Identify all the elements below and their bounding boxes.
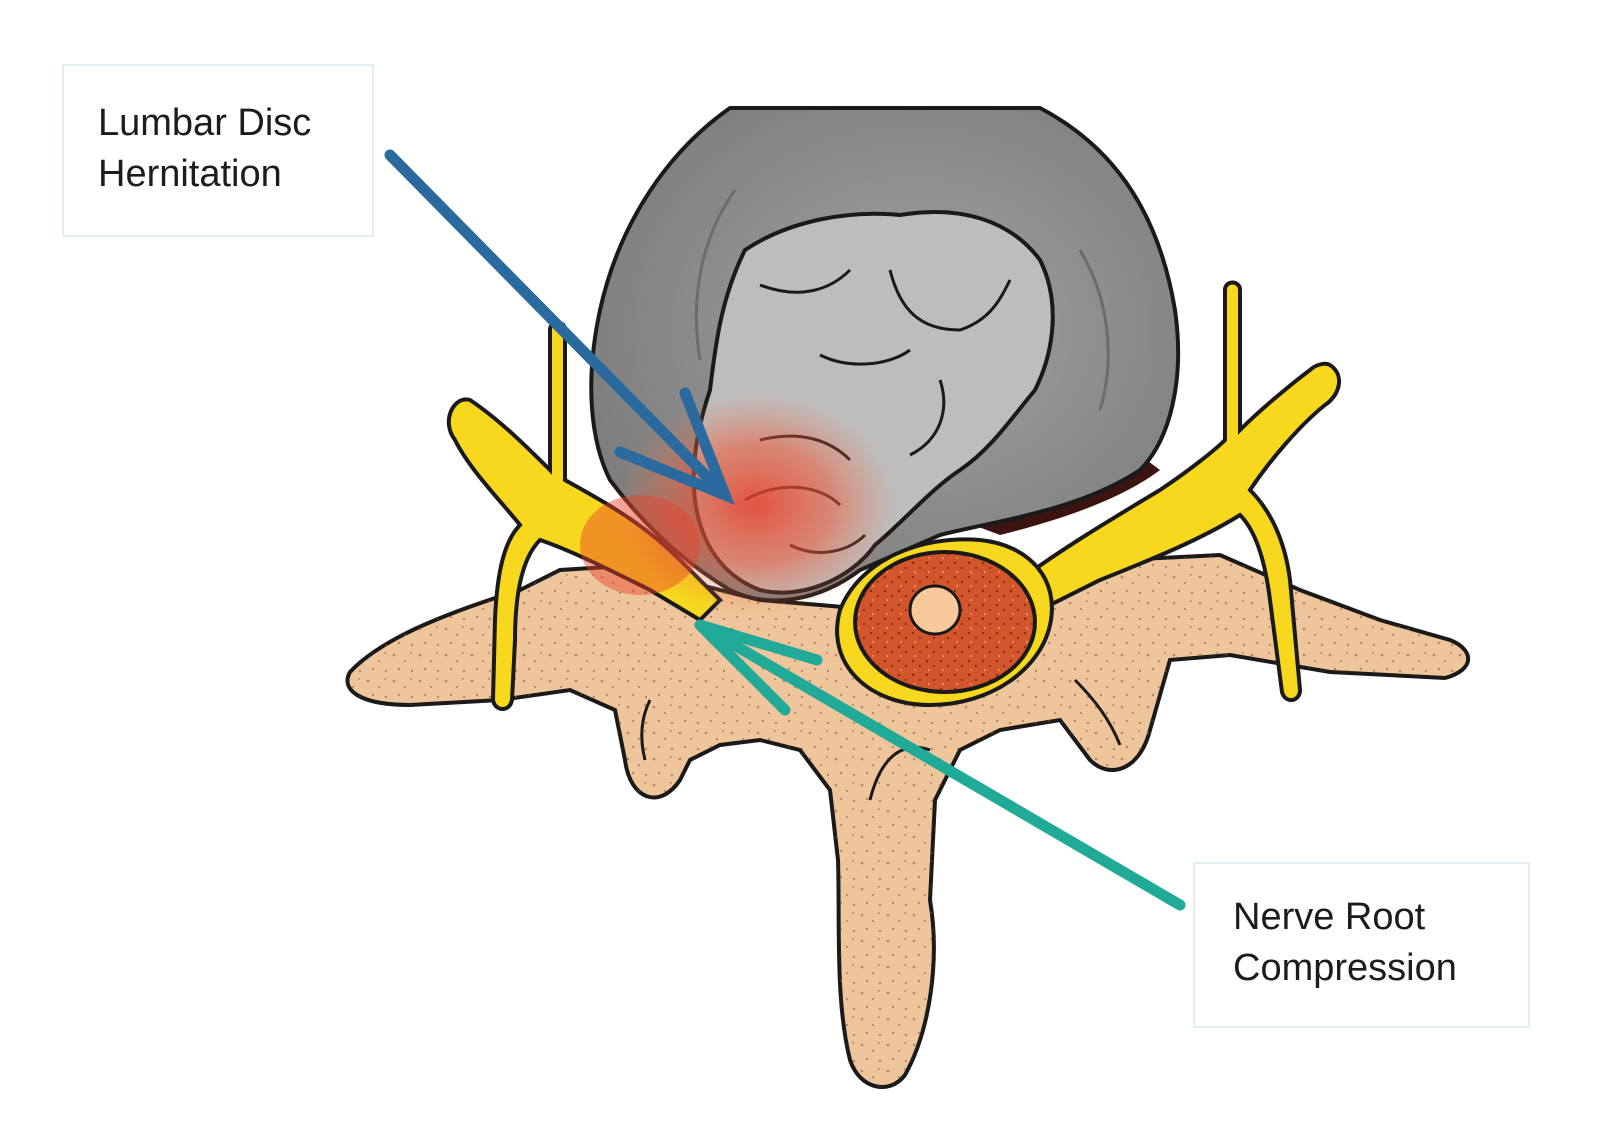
label-line: Compression xyxy=(1233,947,1457,989)
lumbar-disc-herniation-label: Lumbar Disc Hernitation xyxy=(62,64,374,237)
nerve-compression-glow xyxy=(580,495,700,595)
nerve-root-compression-label: Nerve Root Compression xyxy=(1193,862,1530,1028)
spinal-canal xyxy=(835,537,1054,708)
nerve-compression-arrow xyxy=(694,619,1186,911)
disc-herniation-arrow xyxy=(384,149,735,505)
label-line: Lumbar Disc xyxy=(98,102,312,144)
right-nerve-root xyxy=(1017,280,1341,702)
label-line: Hernitation xyxy=(98,153,282,195)
label-line: Nerve Root xyxy=(1233,896,1426,938)
central-canal xyxy=(908,584,962,636)
